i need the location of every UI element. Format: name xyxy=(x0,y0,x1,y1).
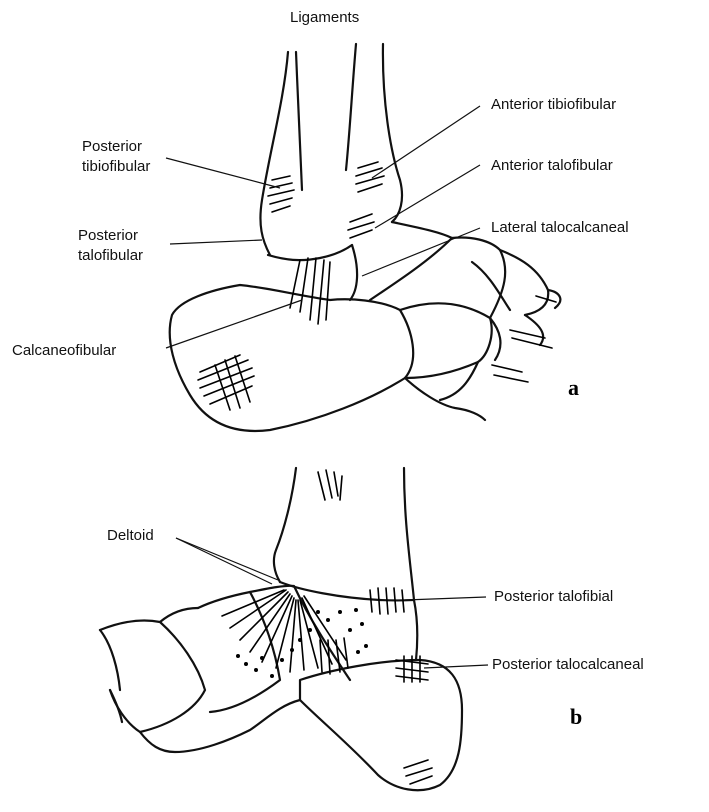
leader-anterior-talofibular xyxy=(375,165,480,228)
leader-posterior-talocalcaneal xyxy=(424,665,488,668)
panel-b: Deltoid Posterior talofibial Posterior t… xyxy=(100,468,644,790)
label-posterior-talofibial: Posterior talofibial xyxy=(494,588,613,605)
talus-outline xyxy=(350,222,452,300)
first-metatarsal-b xyxy=(100,630,122,722)
label-anterior-talofibular: Anterior talofibular xyxy=(491,157,613,174)
fibula-outline xyxy=(260,52,288,255)
cuboid-outline xyxy=(400,303,492,378)
leader-deltoid xyxy=(176,538,278,580)
tibia-b-left xyxy=(274,468,296,582)
label-calcaneofibular: Calcaneofibular xyxy=(12,342,116,359)
label-posterior-talofibular-line2: talofibular xyxy=(78,247,143,264)
leader-posterior-tibiofibular xyxy=(166,158,280,188)
label-posterior-talocalcaneal: Posterior talocalcaneal xyxy=(492,656,644,673)
ligament-hatching-b xyxy=(222,470,432,784)
cuneiform-b xyxy=(100,620,205,732)
tibia-right-line xyxy=(383,44,402,222)
cuneiform-lines xyxy=(472,250,548,315)
label-posterior-talofibular-line1: Posterior xyxy=(78,227,138,244)
figure-title: Ligaments xyxy=(290,9,359,26)
navicular-b xyxy=(198,592,280,712)
leader-calcaneofibular xyxy=(166,300,302,348)
label-anterior-tibiofibular: Anterior tibiofibular xyxy=(491,96,616,113)
label-lateral-talocalcaneal: Lateral talocalcaneal xyxy=(491,219,629,236)
label-posterior-tibiofibular-line2: tibiofibular xyxy=(82,158,150,175)
calcaneus-b xyxy=(300,660,462,790)
lateral-malleolus xyxy=(268,245,352,260)
label-deltoid: Deltoid xyxy=(107,527,154,544)
leader-posterior-talofibial xyxy=(405,597,486,600)
fibula-inner-line xyxy=(296,52,302,190)
calcaneus-outline xyxy=(170,285,413,431)
label-posterior-tibiofibular-line1: Posterior xyxy=(82,138,142,155)
leader-deltoid-2 xyxy=(176,538,272,584)
leader-anterior-tibiofibular xyxy=(372,106,480,178)
panel-a: Posterior tibiofibular Posterior talofib… xyxy=(12,44,629,431)
tibia-b-right xyxy=(404,468,414,600)
panel-a-letter: a xyxy=(568,375,579,400)
tibia-left-line xyxy=(346,44,356,170)
leader-lateral-talocalcaneal xyxy=(362,228,480,276)
leader-posterior-talofibular xyxy=(170,240,262,244)
panel-b-letter: b xyxy=(570,704,582,729)
